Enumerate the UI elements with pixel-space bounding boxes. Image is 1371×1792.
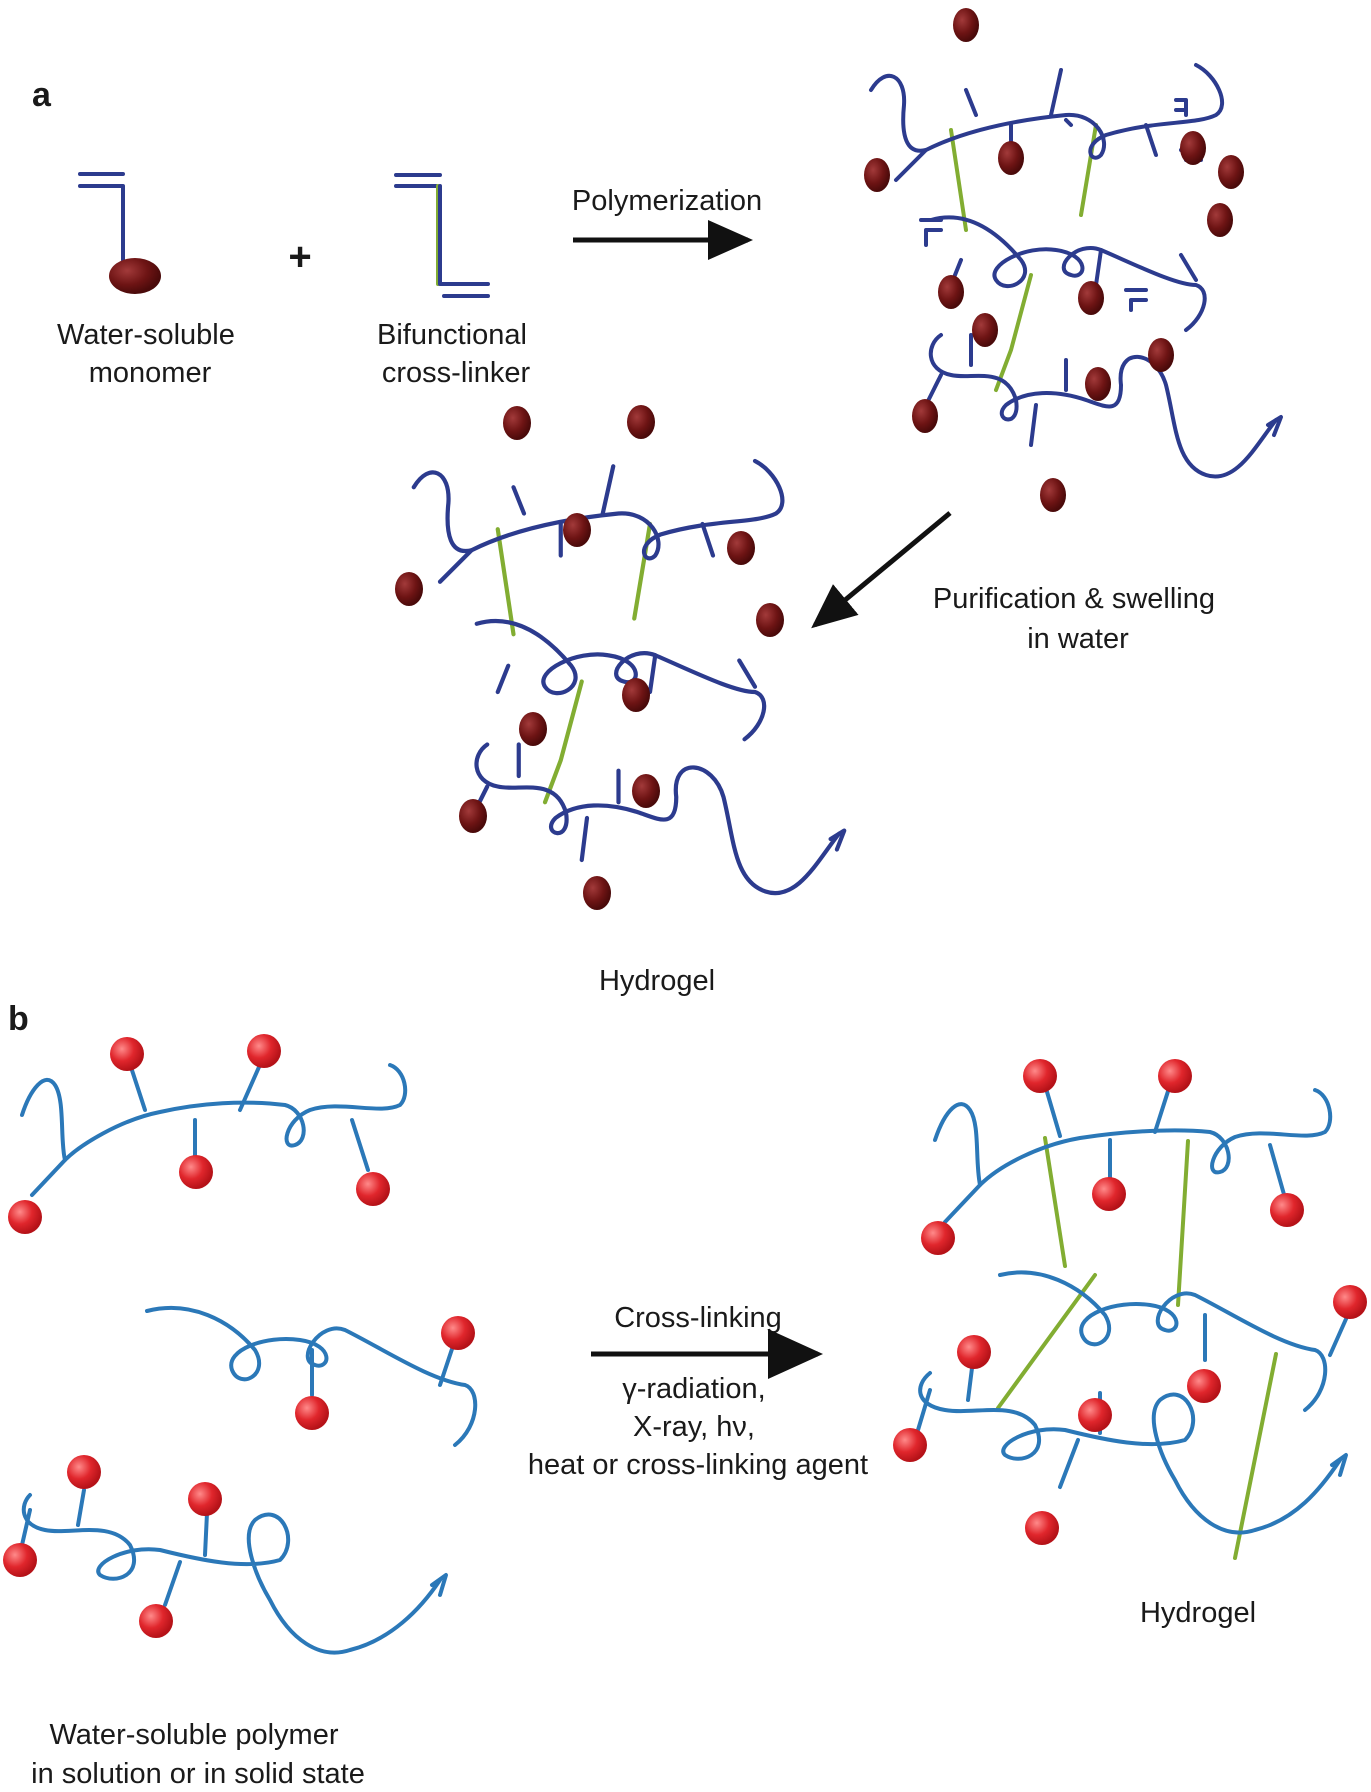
purification-arrow [811,511,952,629]
panel-b: b [3,1000,1367,1790]
polymer-chain-3 [3,1455,448,1655]
polymer-chain-1 [8,1034,408,1234]
beads-hydrogel-a [395,405,784,910]
purification-label: Purification & swelling in water [933,583,1223,655]
monomer-bead [109,258,161,294]
hydrogel-b-label: Hydrogel [1140,1597,1256,1629]
panel-b-label: b [8,1000,29,1038]
hydrogel-network-b [893,1059,1367,1560]
hydrogel-a-label: Hydrogel [599,965,715,997]
panel-a-label: a [32,76,52,114]
monomer-glyph [78,172,161,294]
crosslinking-label: Cross-linking [614,1302,782,1334]
crosslinker-label: Bifunctional cross-linker [377,319,535,389]
crosslinker-glyph [394,173,490,298]
monomer-label: Water-soluble monomer [57,319,243,389]
crosslinking-conditions: γ-radiation, X-ray, hν, heat or cross-li… [528,1373,868,1481]
polymer-chain-2 [145,1305,478,1447]
polymerization-label: Polymerization [572,185,762,217]
beads-collapsed [864,8,1244,512]
plus-sign: + [288,235,311,279]
panel-a: a Water-soluble monomer + Bifunctional c… [32,8,1283,997]
reactant-label: Water-soluble polymer in solution or in … [31,1719,365,1790]
